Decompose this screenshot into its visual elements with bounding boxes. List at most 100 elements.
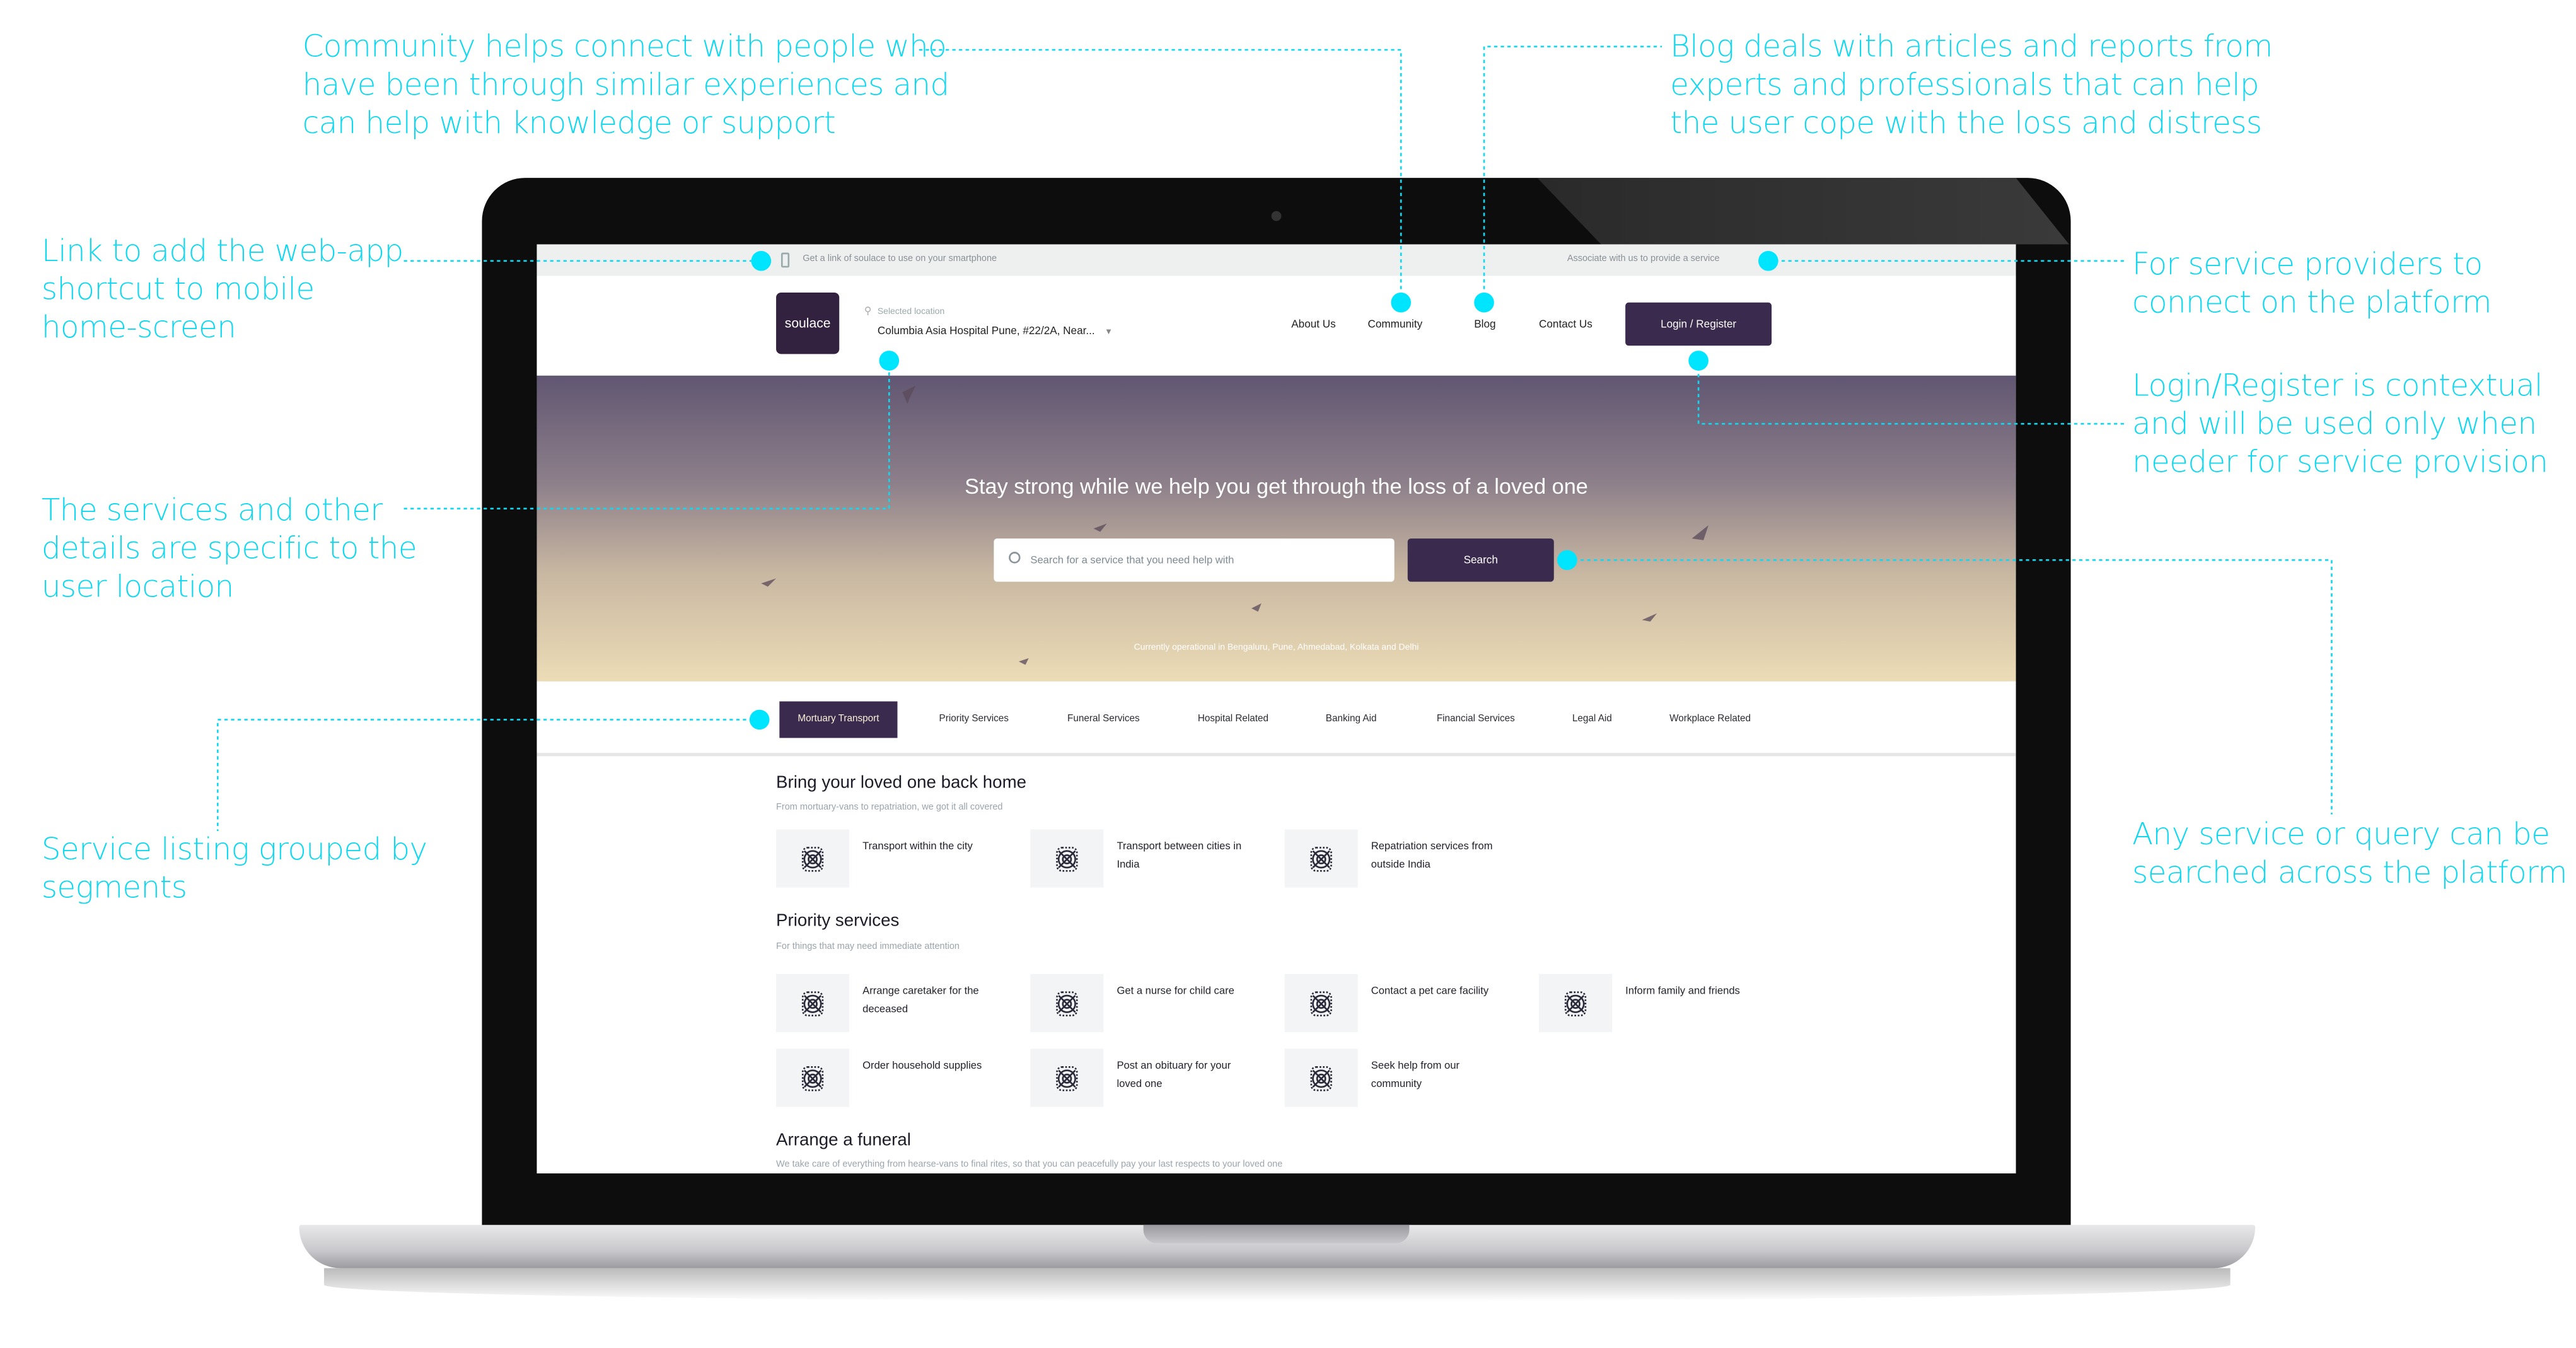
service-item[interactable]: Repatriation services from outside India <box>1284 829 1517 888</box>
bird-icon <box>1642 613 1657 622</box>
annotation-mobile-link: Link to add the web-app shortcut to mobi… <box>41 234 403 346</box>
callout-dot-community <box>1391 292 1412 313</box>
hero-title: Stay strong while we help you get throug… <box>965 474 1588 499</box>
header: soulace ⚲ Selected location Columbia Asi… <box>537 276 2016 376</box>
bird-icon <box>1093 523 1107 532</box>
service-placeholder-icon <box>1030 973 1104 1033</box>
smartphone-icon <box>780 252 790 268</box>
location-value: Columbia Asia Hospital Pune, #22/2A, Nea… <box>877 325 1095 338</box>
location-selector[interactable]: Columbia Asia Hospital Pune, #22/2A, Nea… <box>878 326 1113 337</box>
laptop-notch <box>1143 1224 1410 1243</box>
service-item-label: Post an obituary for your loved one <box>1117 1060 1231 1091</box>
service-item-label: Order household supplies <box>862 1060 982 1072</box>
annotation-segments: Service listing grouped by segments <box>41 832 427 906</box>
callout-line-segments <box>217 719 760 832</box>
search-icon <box>1009 552 1021 564</box>
search-input[interactable]: Search for a service that you need help … <box>994 538 1395 582</box>
callout-line-location <box>403 361 890 509</box>
annotation-search: Any service or query can be searched acr… <box>2132 817 2567 891</box>
bird-icon <box>1251 603 1262 612</box>
service-item[interactable]: Transport between cities in India <box>1030 829 1263 888</box>
service-item[interactable]: Post an obituary for your loved one <box>1030 1049 1263 1107</box>
tab-banking-aid[interactable]: Banking Aid <box>1325 714 1377 725</box>
service-placeholder-icon <box>1030 1049 1104 1107</box>
service-item-label: Transport between cities in India <box>1117 840 1242 871</box>
callout-line-search <box>1567 559 2333 815</box>
annotation-location: The services and other details are speci… <box>41 493 417 605</box>
section-subtitle: From mortuary-vans to repatriation, we g… <box>776 803 1003 813</box>
service-placeholder-icon <box>776 829 850 888</box>
login-register-button[interactable]: Login / Register <box>1625 302 1772 346</box>
mobile-link[interactable]: Get a link of soulace to use on your sma… <box>803 254 997 265</box>
location-pin-icon: ⚲ <box>864 307 872 318</box>
bezel-glare <box>1537 178 2069 245</box>
bird-icon <box>902 385 916 404</box>
service-placeholder-icon <box>776 973 850 1033</box>
tab-financial-services[interactable]: Financial Services <box>1436 714 1515 725</box>
service-item-label: Arrange caretaker for the deceased <box>862 985 979 1016</box>
service-item[interactable]: Inform family and friends <box>1539 973 1772 1033</box>
callout-dot-providers <box>1758 251 1778 271</box>
service-item-label: Transport within the city <box>862 840 973 853</box>
section-title: Priority services <box>776 910 900 931</box>
service-item[interactable]: Order household supplies <box>776 1049 1009 1107</box>
tab-legal-aid[interactable]: Legal Aid <box>1572 714 1612 725</box>
nav-blog[interactable]: Blog <box>1474 319 1496 331</box>
annotation-community: Community helps connect with people who … <box>302 30 949 142</box>
service-placeholder-icon <box>1284 1049 1358 1107</box>
service-tabs: Mortuary Transport Priority Services Fun… <box>537 681 2016 757</box>
nav-about-us[interactable]: About Us <box>1291 319 1336 331</box>
service-placeholder-icon <box>1030 829 1104 888</box>
section-title: Arrange a funeral <box>776 1130 911 1151</box>
associate-link[interactable]: Associate with us to provide a service <box>1567 254 1720 265</box>
service-item-label: Repatriation services from outside India <box>1371 840 1493 871</box>
tab-mortuary-transport[interactable]: Mortuary Transport <box>779 701 898 738</box>
callout-dot-blog <box>1474 292 1494 313</box>
service-placeholder-icon <box>1539 973 1613 1033</box>
section-subtitle: We take care of everything from hearse-v… <box>776 1159 1283 1170</box>
logo[interactable]: soulace <box>776 292 840 354</box>
callout-dot-mobile <box>751 251 772 271</box>
annotation-service-providers: For service providers to connect on the … <box>2132 247 2492 321</box>
chevron-down-icon: ▼ <box>1104 327 1113 338</box>
callout-dot-location <box>879 351 900 371</box>
camera-icon <box>1271 211 1282 221</box>
tab-workplace-related[interactable]: Workplace Related <box>1669 714 1751 725</box>
service-item[interactable]: Contact a pet care facility <box>1284 973 1517 1033</box>
bird-icon <box>1691 525 1709 540</box>
nav-contact-us[interactable]: Contact Us <box>1539 319 1593 331</box>
service-item[interactable]: Seek help from our community <box>1284 1049 1517 1107</box>
tab-hospital-related[interactable]: Hospital Related <box>1197 714 1269 725</box>
annotation-login: Login/Register is contextual and will be… <box>2132 369 2548 480</box>
nav-community[interactable]: Community <box>1367 319 1423 331</box>
callout-line-login <box>1697 361 2124 425</box>
service-item[interactable]: Transport within the city <box>776 829 1009 888</box>
callout-dot-login <box>1688 351 1709 371</box>
tab-funeral-services[interactable]: Funeral Services <box>1067 714 1140 725</box>
annotation-blog: Blog deals with articles and reports fro… <box>1670 30 2273 142</box>
tab-priority-services[interactable]: Priority Services <box>939 714 1009 725</box>
service-item[interactable]: Arrange caretaker for the deceased <box>776 973 1009 1033</box>
service-item[interactable]: Get a nurse for child care <box>1030 973 1263 1033</box>
hero-banner: Stay strong while we help you get throug… <box>537 375 2016 682</box>
bird-icon <box>1018 658 1029 665</box>
section-subtitle: For things that may need immediate atten… <box>776 942 960 953</box>
location-label: Selected location <box>877 307 945 318</box>
callout-line-community <box>919 49 1402 303</box>
service-placeholder-icon <box>1284 973 1358 1033</box>
birds-decoration <box>761 385 1709 665</box>
operational-cities: Currently operational in Bengaluru, Pune… <box>1134 643 1419 653</box>
laptop-screen: Get a link of soulace to use on your sma… <box>537 244 2016 1174</box>
search-button[interactable]: Search <box>1407 538 1554 582</box>
top-bar: Get a link of soulace to use on your sma… <box>537 244 2016 276</box>
service-item-label: Contact a pet care facility <box>1371 985 1489 997</box>
bird-icon <box>761 578 777 587</box>
callout-line-blog <box>1483 45 1662 303</box>
callout-dot-segments <box>749 709 770 730</box>
service-item-label: Seek help from our community <box>1371 1060 1460 1091</box>
service-placeholder-icon <box>776 1049 850 1107</box>
service-item-label: Get a nurse for child care <box>1117 985 1234 997</box>
laptop-shadow <box>324 1268 2231 1302</box>
